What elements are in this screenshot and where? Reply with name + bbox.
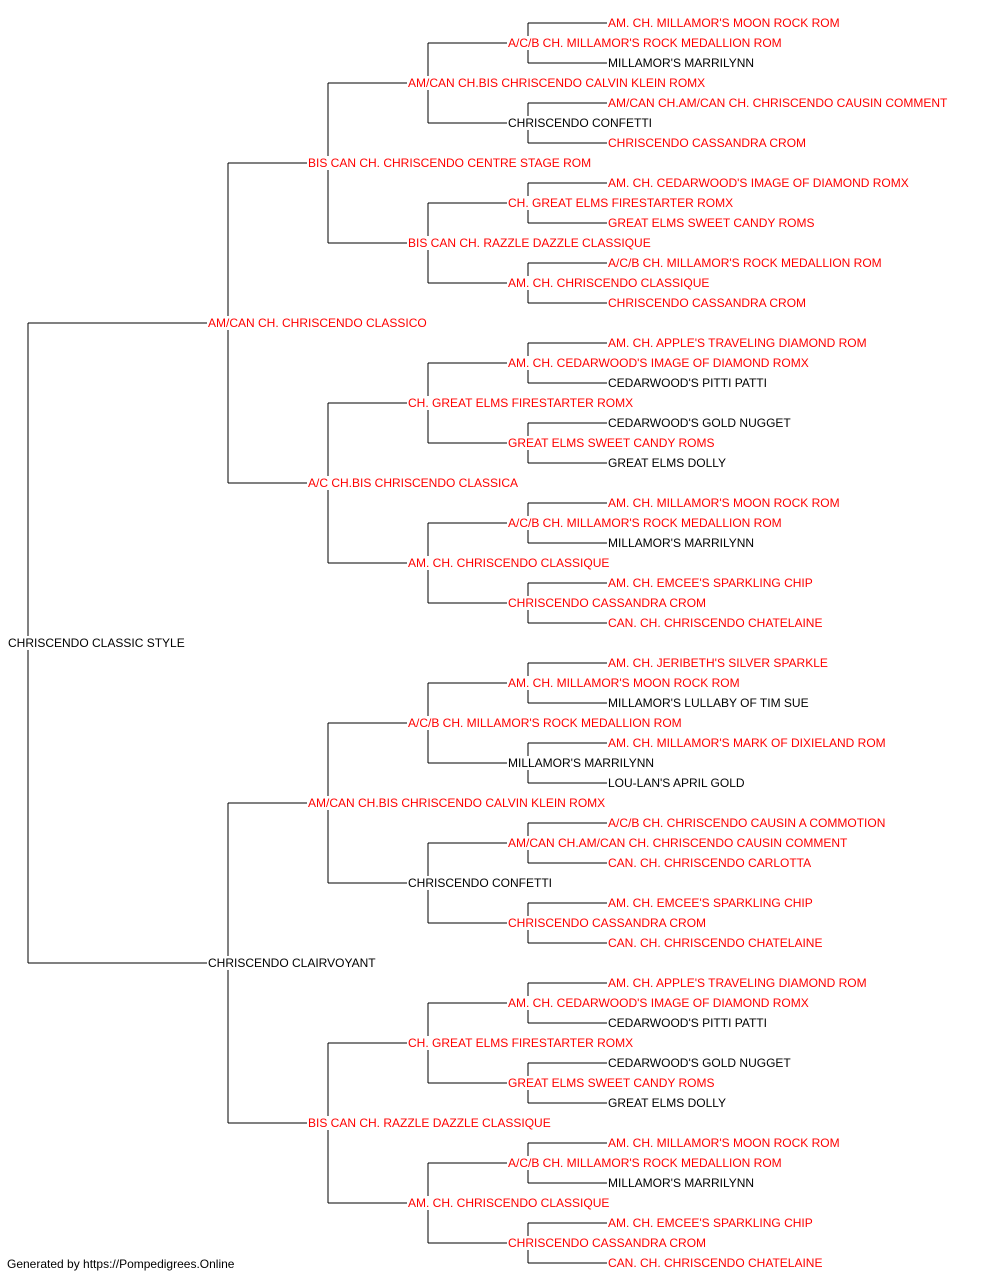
ancestor-name: AM. CH. EMCEE'S SPARKLING CHIP: [607, 576, 814, 590]
ancestor-name: CHRISCENDO CASSANDRA CROM: [507, 596, 708, 610]
ancestor-name: AM. CH. MILLAMOR'S MOON ROCK ROM: [607, 16, 841, 30]
ancestor-name: BIS CAN CH. RAZZLE DAZZLE CLASSIQUE: [407, 236, 652, 250]
ancestor-name: A/C/B CH. MILLAMOR'S ROCK MEDALLION ROM: [407, 716, 683, 730]
ancestor-name: CEDARWOOD'S GOLD NUGGET: [607, 416, 792, 430]
ancestor-name: A/C/B CH. MILLAMOR'S ROCK MEDALLION ROM: [607, 256, 883, 270]
ancestor-name: CAN. CH. CHRISCENDO CARLOTTA: [607, 856, 813, 870]
ancestor-name: MILLAMOR'S MARRILYNN: [507, 756, 656, 770]
ancestor-name: A/C/B CH. CHRISCENDO CAUSIN A COMMOTION: [607, 816, 887, 830]
ancestor-name: AM. CH. MILLAMOR'S MARK OF DIXIELAND ROM: [607, 736, 887, 750]
ancestor-name: CHRISCENDO CASSANDRA CROM: [607, 136, 808, 150]
ancestor-name: GREAT ELMS DOLLY: [607, 456, 728, 470]
ancestor-name: AM. CH. APPLE'S TRAVELING DIAMOND ROM: [607, 336, 868, 350]
ancestor-name: CH. GREAT ELMS FIRESTARTER ROMX: [407, 396, 635, 410]
ancestor-name: LOU-LAN'S APRIL GOLD: [607, 776, 746, 790]
ancestor-name: MILLAMOR'S MARRILYNN: [607, 536, 756, 550]
ancestor-name: CEDARWOOD'S PITTI PATTI: [607, 376, 768, 390]
ancestor-name: MILLAMOR'S LULLABY OF TIM SUE: [607, 696, 810, 710]
ancestor-name: AM. CH. CHRISCENDO CLASSIQUE: [407, 1196, 611, 1210]
ancestor-name: CAN. CH. CHRISCENDO CHATELAINE: [607, 936, 824, 950]
ancestor-name: CHRISCENDO CONFETTI: [407, 876, 553, 890]
ancestor-name: AM. CH. MILLAMOR'S MOON ROCK ROM: [607, 496, 841, 510]
ancestor-name: CHRISCENDO CASSANDRA CROM: [607, 296, 808, 310]
ancestor-name: AM. CH. MILLAMOR'S MOON ROCK ROM: [507, 676, 741, 690]
ancestor-name: CHRISCENDO CASSANDRA CROM: [507, 916, 708, 930]
ancestor-name: A/C/B CH. MILLAMOR'S ROCK MEDALLION ROM: [507, 36, 783, 50]
ancestor-name: AM. CH. MILLAMOR'S MOON ROCK ROM: [607, 1136, 841, 1150]
ancestor-name: AM/CAN CH.AM/CAN CH. CHRISCENDO CAUSIN C…: [507, 836, 849, 850]
ancestor-name: AM. CH. CEDARWOOD'S IMAGE OF DIAMOND ROM…: [507, 996, 810, 1010]
ancestor-name: CAN. CH. CHRISCENDO CHATELAINE: [607, 616, 824, 630]
ancestor-name: CEDARWOOD'S GOLD NUGGET: [607, 1056, 792, 1070]
ancestor-name: BIS CAN CH. RAZZLE DAZZLE CLASSIQUE: [307, 1116, 552, 1130]
ancestor-name: AM. CH. EMCEE'S SPARKLING CHIP: [607, 896, 814, 910]
ancestor-name: CEDARWOOD'S PITTI PATTI: [607, 1016, 768, 1030]
ancestor-name: MILLAMOR'S MARRILYNN: [607, 1176, 756, 1190]
ancestor-name: MILLAMOR'S MARRILYNN: [607, 56, 756, 70]
ancestor-name: AM/CAN CH.BIS CHRISCENDO CALVIN KLEIN RO…: [307, 796, 607, 810]
ancestor-name: CH. GREAT ELMS FIRESTARTER ROMX: [507, 196, 735, 210]
ancestor-name: AM/CAN CH. CHRISCENDO CLASSICO: [207, 316, 428, 330]
ancestor-name: AM. CH. CEDARWOOD'S IMAGE OF DIAMOND ROM…: [607, 176, 910, 190]
ancestor-name: CH. GREAT ELMS FIRESTARTER ROMX: [407, 1036, 635, 1050]
footer-credit: Generated by https://Pompedigrees.Online: [7, 1257, 235, 1271]
ancestor-name: CAN. CH. CHRISCENDO CHATELAINE: [607, 1256, 824, 1270]
ancestor-name: BIS CAN CH. CHRISCENDO CENTRE STAGE ROM: [307, 156, 593, 170]
subject-dog-name: CHRISCENDO CLASSIC STYLE: [7, 636, 186, 650]
ancestor-name: CHRISCENDO CONFETTI: [507, 116, 653, 130]
ancestor-name: A/C CH.BIS CHRISCENDO CLASSICA: [307, 476, 520, 490]
ancestor-name: GREAT ELMS SWEET CANDY ROMS: [507, 1076, 716, 1090]
ancestor-name: AM. CH. CHRISCENDO CLASSIQUE: [407, 556, 611, 570]
ancestor-name: GREAT ELMS SWEET CANDY ROMS: [607, 216, 816, 230]
ancestor-name: CHRISCENDO CLAIRVOYANT: [207, 956, 377, 970]
ancestor-name: AM. CH. CEDARWOOD'S IMAGE OF DIAMOND ROM…: [507, 356, 810, 370]
ancestor-name: AM. CH. JERIBETH'S SILVER SPARKLE: [607, 656, 829, 670]
ancestor-name: GREAT ELMS SWEET CANDY ROMS: [507, 436, 716, 450]
ancestor-name: AM/CAN CH.BIS CHRISCENDO CALVIN KLEIN RO…: [407, 76, 707, 90]
ancestor-name: CHRISCENDO CASSANDRA CROM: [507, 1236, 708, 1250]
ancestor-name: A/C/B CH. MILLAMOR'S ROCK MEDALLION ROM: [507, 1156, 783, 1170]
ancestor-name: A/C/B CH. MILLAMOR'S ROCK MEDALLION ROM: [507, 516, 783, 530]
ancestor-name: GREAT ELMS DOLLY: [607, 1096, 728, 1110]
ancestor-name: AM. CH. CHRISCENDO CLASSIQUE: [507, 276, 711, 290]
ancestor-name: AM. CH. EMCEE'S SPARKLING CHIP: [607, 1216, 814, 1230]
ancestor-name: AM. CH. APPLE'S TRAVELING DIAMOND ROM: [607, 976, 868, 990]
ancestor-name: AM/CAN CH.AM/CAN CH. CHRISCENDO CAUSIN C…: [607, 96, 949, 110]
